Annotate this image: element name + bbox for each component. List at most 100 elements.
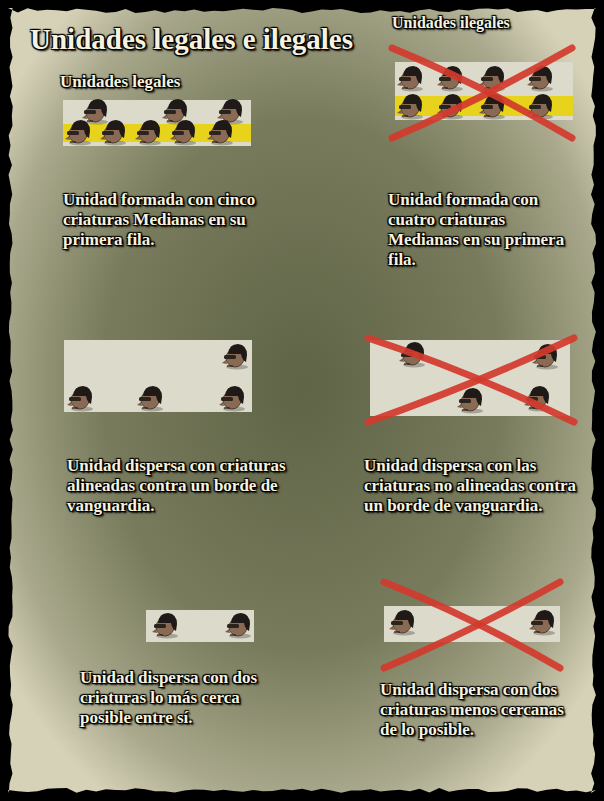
creature-goggles: [227, 624, 239, 628]
creature-icon: [457, 388, 483, 414]
creature-goggles: [529, 77, 541, 81]
cross-stroke: [384, 582, 560, 668]
creature-mouth: [394, 631, 400, 632]
creature-mouth: [175, 141, 181, 142]
creature-goggles: [399, 105, 411, 109]
caption: Unidad dispersa con dos criaturas lo más…: [80, 668, 290, 728]
creature-goggles: [221, 397, 233, 401]
creature-helmet: [143, 386, 162, 404]
column-heading: Unidades ilegales: [392, 14, 582, 33]
creature-nose: [437, 82, 442, 86]
creature-helmet: [403, 94, 422, 112]
creature-mouth: [142, 407, 148, 408]
creature-icon: [397, 94, 423, 120]
creature-helmet: [228, 344, 247, 362]
creature-helmet: [73, 386, 92, 404]
creature-icon: [65, 120, 91, 146]
creature-icon: [222, 344, 248, 370]
creature-mouth: [532, 87, 538, 88]
creature-mouth: [227, 365, 233, 366]
creature-goggles: [399, 77, 411, 81]
label-holder: Unidad formada con cinco criaturas Media…: [63, 190, 268, 250]
creature-mouth: [529, 407, 535, 408]
creature-goggles: [391, 621, 403, 625]
illegal-cross: [384, 582, 560, 668]
creature-helmet: [395, 610, 414, 628]
creature-mouth: [140, 141, 146, 142]
creature-nose: [222, 360, 227, 364]
creature-mouth: [72, 407, 78, 408]
creature-helmet: [533, 94, 552, 112]
creature-mouth: [105, 141, 111, 142]
creature-nose: [225, 629, 230, 633]
creature-goggles: [219, 110, 231, 114]
creature-icon: [152, 613, 178, 639]
label-holder: Unidad dispersa con las criaturas no ali…: [364, 456, 584, 516]
creature-helmet: [231, 613, 250, 631]
creature-mouth: [224, 407, 230, 408]
caption: Unidad dispersa con dos criaturas menos …: [380, 680, 580, 740]
creature-icon: [100, 120, 126, 146]
creature-mouth: [402, 87, 408, 88]
creature-goggles: [67, 131, 79, 135]
creature-goggles: [164, 110, 176, 114]
cross-stroke: [368, 338, 574, 422]
parchment: [8, 8, 596, 793]
cross-stroke: [392, 48, 572, 138]
creature-mouth: [167, 120, 173, 121]
creature-nose: [529, 626, 534, 630]
creature-mouth: [87, 120, 93, 121]
creature-icon: [219, 386, 245, 412]
creature-helmet: [403, 66, 422, 84]
creature-goggles: [209, 131, 221, 135]
label-holder: Unidades ilegales: [392, 14, 582, 33]
label-holder: Unidad dispersa con criaturas alineadas …: [67, 456, 312, 516]
unit-area: [146, 610, 254, 642]
creature-nose: [389, 626, 394, 630]
unit-figures: [67, 344, 248, 412]
creature-goggles: [481, 105, 493, 109]
creature-nose: [219, 402, 224, 406]
creature-helmet: [213, 120, 232, 138]
creature-helmet: [463, 388, 482, 406]
creature-goggles: [224, 355, 236, 359]
unit-area: [64, 340, 252, 412]
label-holder: Unidades legales: [60, 72, 260, 92]
creature-nose: [67, 402, 72, 406]
creature-helmet: [176, 120, 195, 138]
creature-mouth: [402, 115, 408, 116]
creature-icon: [389, 610, 415, 636]
caption: Unidad dispersa con las criaturas no ali…: [364, 456, 584, 516]
creature-helmet: [223, 99, 242, 117]
creature-icon: [170, 120, 196, 146]
creature-goggles: [439, 77, 451, 81]
caption: Unidad formada con cuatro criaturas Medi…: [388, 190, 578, 270]
creature-mouth: [442, 87, 448, 88]
label-holder: Unidad formada con cuatro criaturas Medi…: [388, 190, 578, 270]
cross-stroke: [368, 338, 574, 422]
creature-goggles: [531, 621, 543, 625]
creature-nose: [207, 136, 212, 140]
cross-stroke: [392, 48, 572, 138]
creature-goggles: [137, 131, 149, 135]
creature-nose: [162, 115, 167, 119]
label-holder: Unidad dispersa con dos criaturas lo más…: [80, 668, 290, 728]
creature-icon: [135, 120, 161, 146]
illegal-cross: [392, 48, 572, 138]
caption: Unidad formada con cinco criaturas Media…: [63, 190, 268, 250]
creature-nose: [170, 136, 175, 140]
creature-nose: [532, 360, 537, 364]
creature-icon: [529, 610, 555, 636]
creature-nose: [135, 136, 140, 140]
creature-goggles: [69, 397, 81, 401]
unit-figures: [65, 99, 243, 146]
creature-icon: [82, 99, 108, 125]
creature-nose: [399, 358, 404, 362]
creature-goggles: [529, 105, 541, 109]
creature-nose: [217, 115, 222, 119]
creature-helmet: [71, 120, 90, 138]
creature-mouth: [212, 141, 218, 142]
creature-helmet: [88, 99, 107, 117]
creature-mouth: [230, 634, 236, 635]
